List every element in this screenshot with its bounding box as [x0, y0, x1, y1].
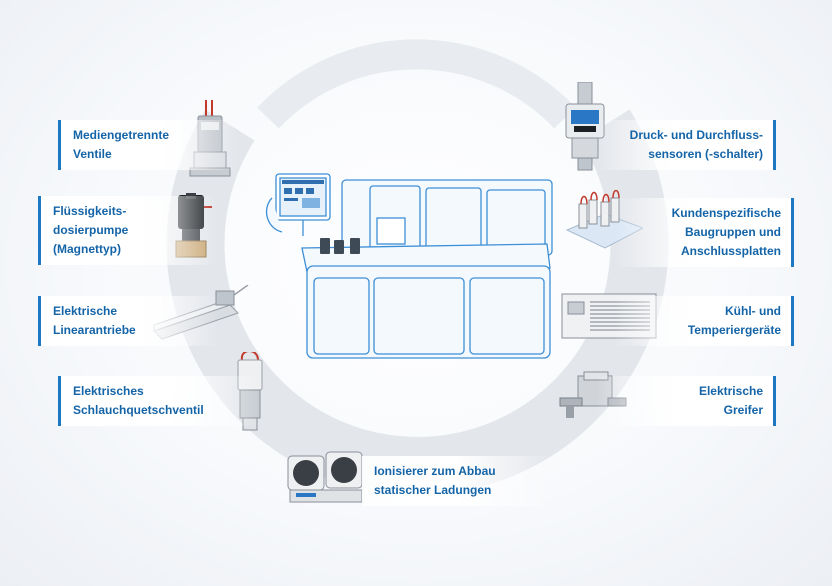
label-line: Anschlussplatten [680, 244, 781, 258]
label-ionisierer: Ionisierer zum Abbau statischer Ladungen [362, 456, 552, 506]
label-line: Mediengetrennte [73, 128, 170, 142]
label-line: Ionisierer zum Abbau [374, 464, 496, 478]
label-line: Temperiergeräte [687, 323, 781, 337]
pressure-flow-sensor-icon [565, 82, 605, 171]
label-line: Flüssigkeits- [53, 204, 127, 218]
label-druck-durchfluss: Druck- und Durchfluss- sensoren (-schalt… [596, 120, 776, 170]
label-elektrische-greifer: Elektrische Greifer [596, 376, 776, 426]
label-line: Greifer [723, 403, 763, 417]
label-elektrische-linearantriebe: Elektrische Linearantriebe [38, 296, 218, 346]
label-line: sensoren (-schalter) [648, 147, 763, 161]
label-line: Elektrische [53, 304, 118, 318]
label-line: statischer Ladungen [374, 483, 492, 497]
label-schlauchquetschventil: Elektrisches Schlauchquetschventil [58, 376, 258, 426]
lab-analyzer-machine-icon [265, 173, 553, 359]
label-kundenspezifische-baugruppen: Kundenspezifische Baugruppen und Anschlu… [614, 198, 794, 267]
label-line: Linearantriebe [53, 323, 136, 337]
label-line: Elektrische [698, 384, 763, 398]
label-line: Kundenspezifische [671, 206, 781, 220]
label-line: Ventile [73, 147, 112, 161]
label-line: Elektrisches [73, 384, 144, 398]
label-line: Schlauchquetschventil [73, 403, 204, 417]
label-line: dosierpumpe [53, 223, 129, 237]
label-line: (Magnettyp) [53, 242, 121, 256]
label-fluessigkeitsdosierpumpe: Flüssigkeits- dosierpumpe (Magnettyp) [38, 196, 218, 265]
label-line: Kühl- und [725, 304, 781, 318]
label-kuehl-temperiergeraete: Kühl- und Temperiergeräte [614, 296, 794, 346]
label-line: Druck- und Durchfluss- [629, 128, 763, 142]
label-line: Baugruppen und [685, 225, 781, 239]
label-mediengetrennte-ventile: Mediengetrennte Ventile [58, 120, 238, 170]
ionizer-icon [287, 451, 363, 503]
